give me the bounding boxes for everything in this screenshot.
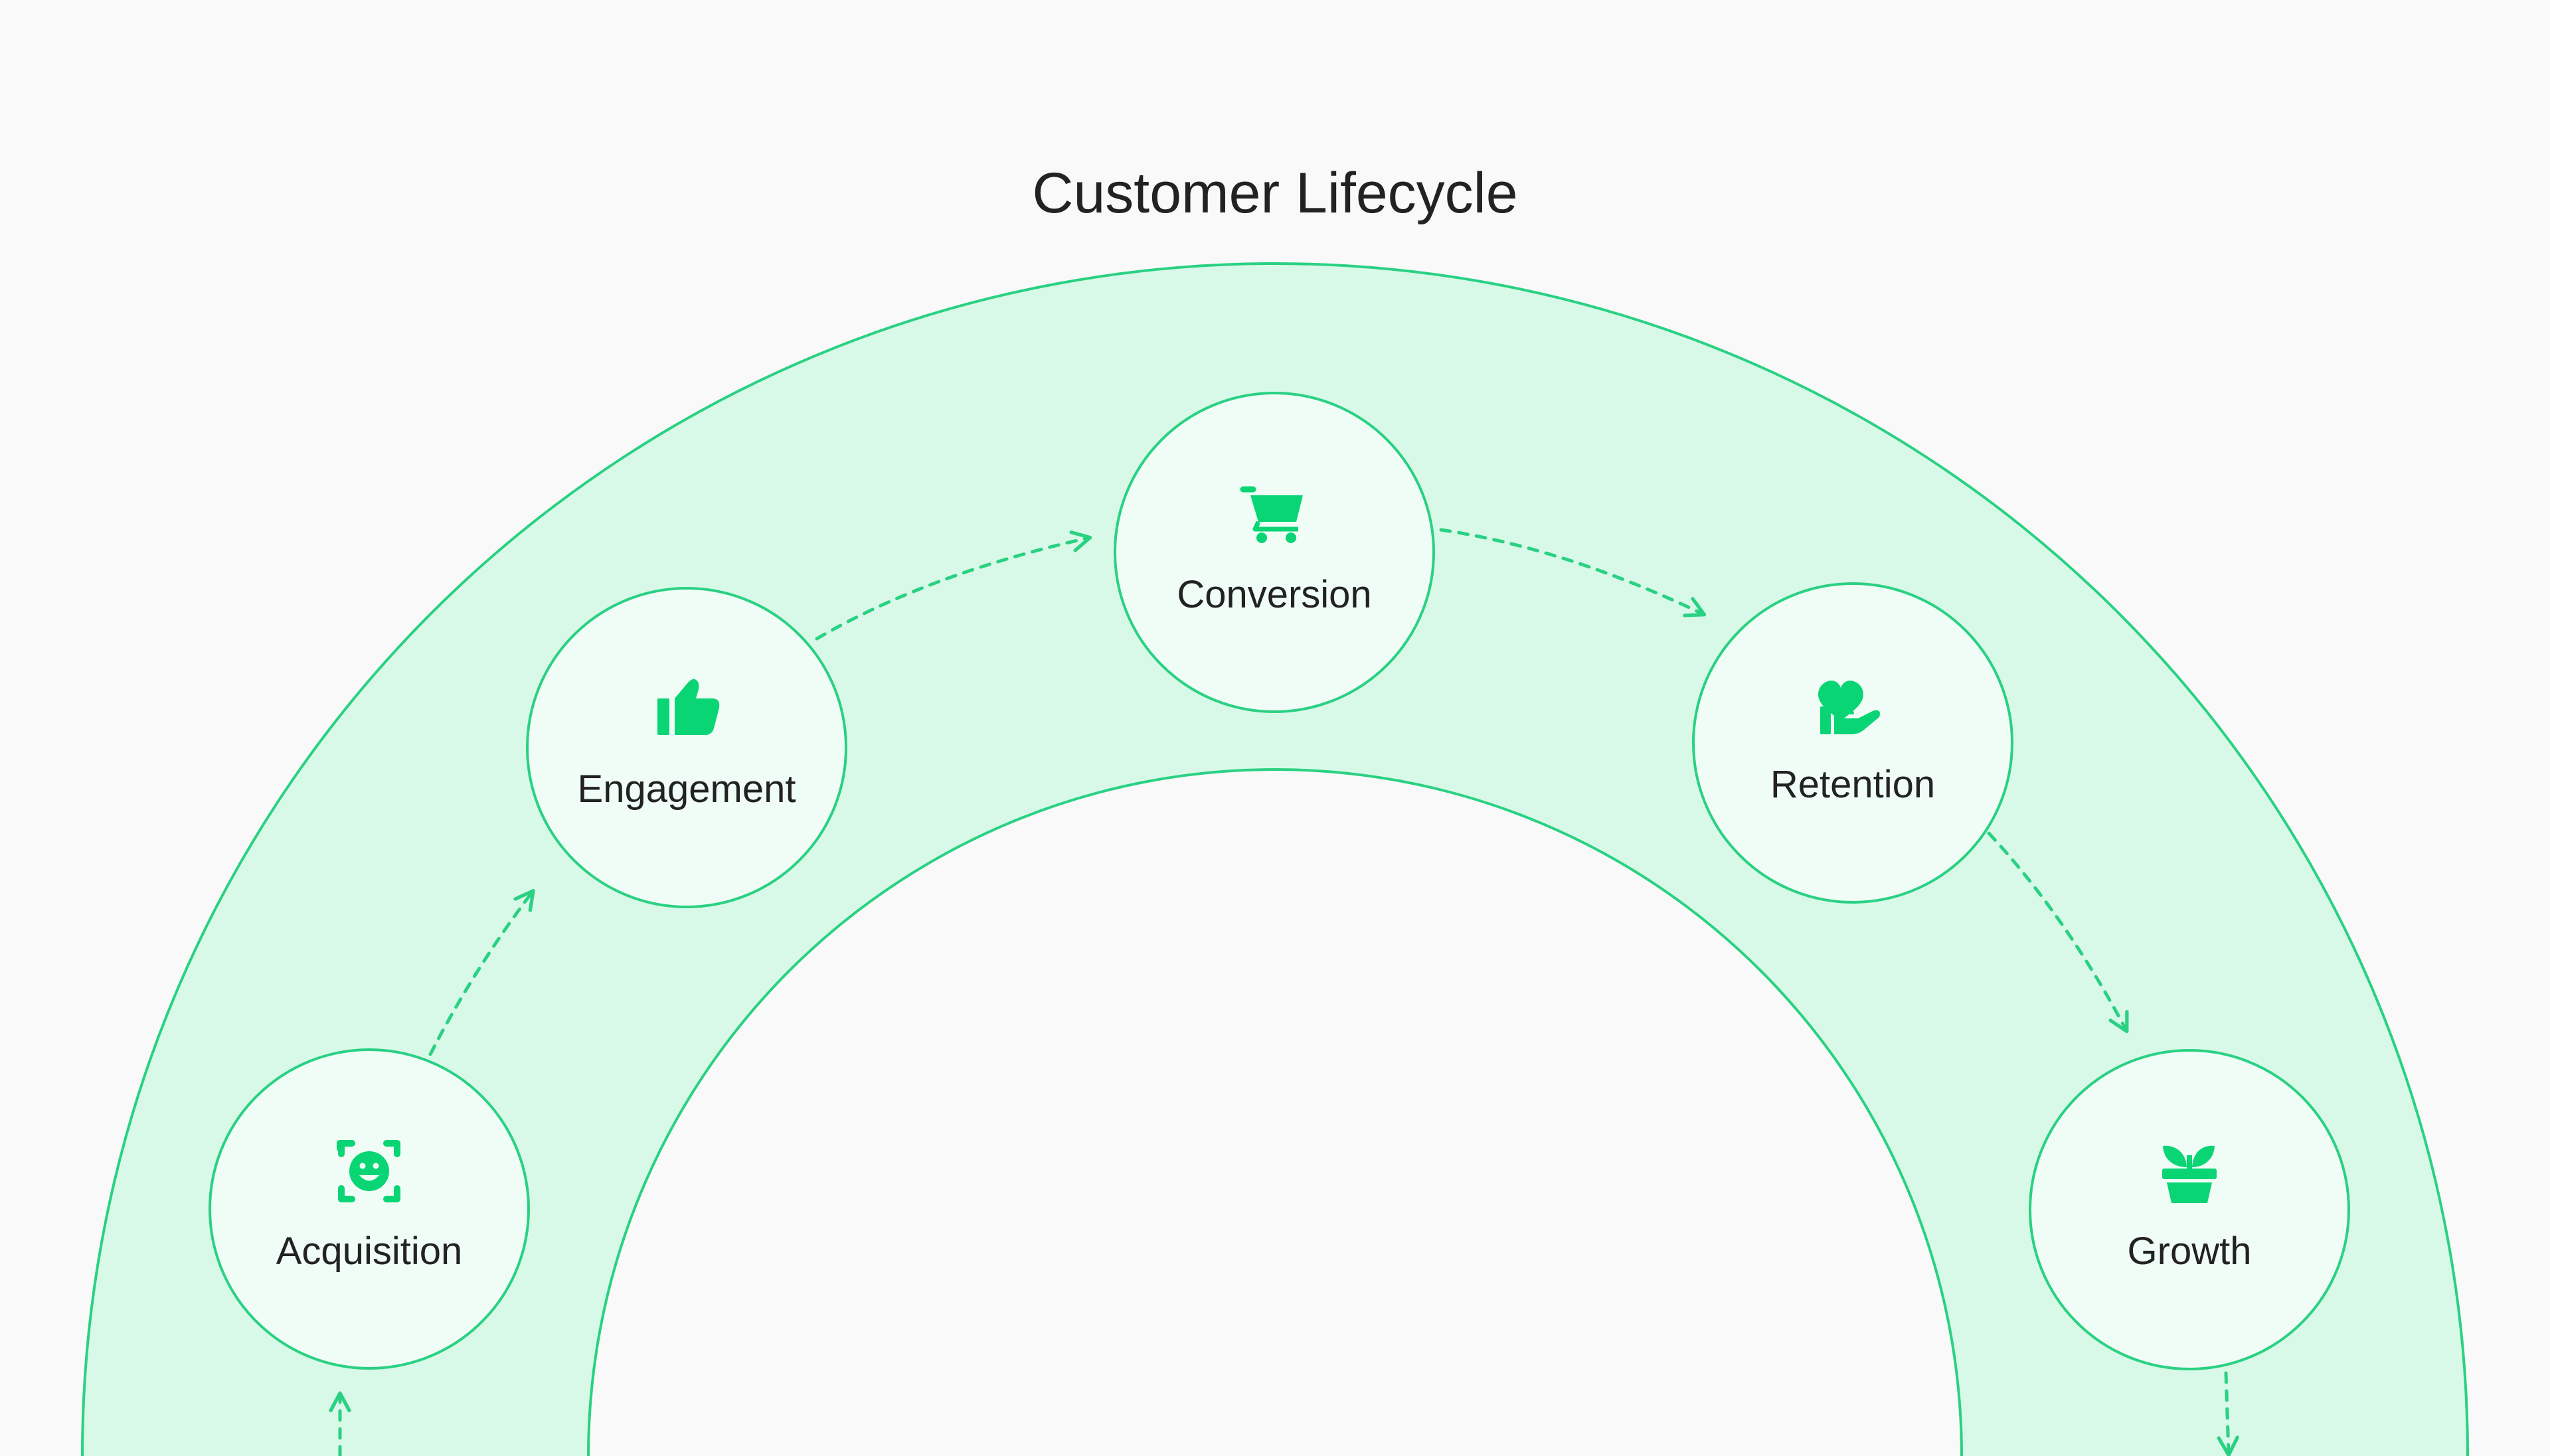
node-growth: Growth xyxy=(2029,1049,2350,1370)
node-retention: Retention xyxy=(1692,582,2013,904)
node-conversion: Conversion xyxy=(1114,392,1435,713)
face-scan-icon xyxy=(337,1140,400,1202)
node-label-engagement: Engagement xyxy=(578,768,796,811)
node-label-retention: Retention xyxy=(1770,763,1935,806)
arrow-acquisition-to-engagement xyxy=(428,888,535,1056)
hand-heart-icon xyxy=(1818,681,1880,734)
node-engagement: Engagement xyxy=(526,587,847,908)
diagram-title: Customer Lifecycle xyxy=(1032,161,1518,225)
node-label-conversion: Conversion xyxy=(1177,573,1371,616)
ring-outer-edge xyxy=(81,262,2469,1456)
arrow-engagement-to-conversion xyxy=(815,530,1092,641)
ring-inner-edge xyxy=(587,768,1963,1456)
arrow-conversion-to-retention xyxy=(1439,528,1707,617)
shopping-cart-icon xyxy=(1240,486,1303,543)
plant-pot-icon xyxy=(2162,1145,2217,1203)
arrow-retention-to-growth xyxy=(1987,831,2129,1034)
lifecycle-ring-band xyxy=(82,264,2468,1456)
thumbs-up-icon xyxy=(657,679,720,735)
node-acquisition: Acquisition xyxy=(209,1048,530,1370)
arrow-out-of-growth xyxy=(2217,1371,2239,1456)
node-label-acquisition: Acquisition xyxy=(276,1230,462,1273)
node-label-growth: Growth xyxy=(2128,1230,2252,1273)
